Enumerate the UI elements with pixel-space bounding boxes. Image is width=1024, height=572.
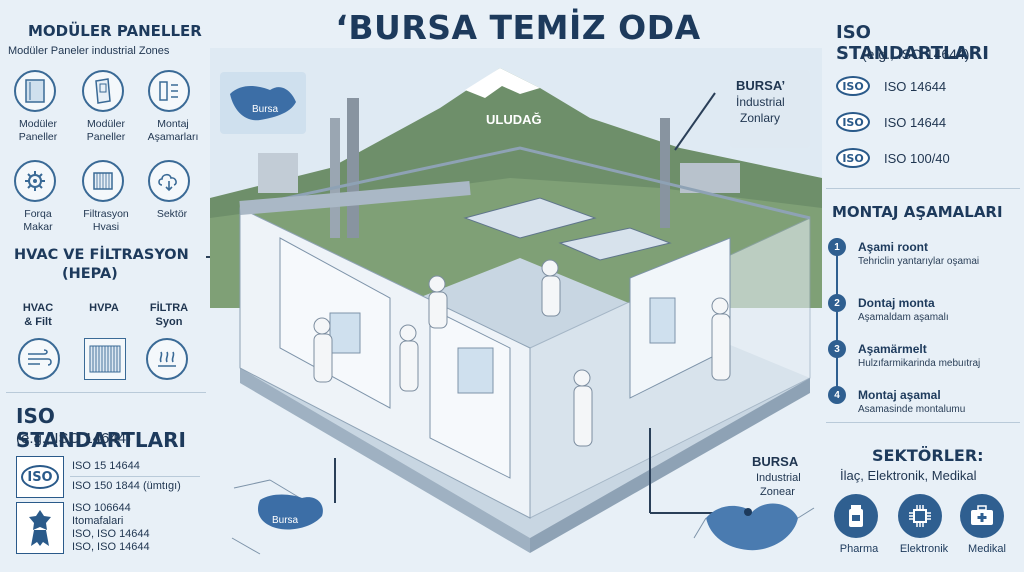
iso-row-4: Itomafalari	[72, 515, 124, 527]
iso-logo-icon: ISO	[836, 76, 870, 96]
sector-pharma: Pharma	[834, 494, 884, 555]
sector-medical: Medikal	[960, 494, 1014, 555]
divider	[6, 392, 206, 393]
panels-heading: MODÜLER PANELLER	[28, 22, 202, 40]
heat-waves-icon	[146, 338, 188, 380]
industrial-top-line2: İndustrial	[736, 95, 785, 109]
iso-left-subheading: (e.g., ISO 14644)	[16, 430, 132, 447]
sector-electronics: Elektronik	[894, 494, 954, 555]
panel-item-5: Filtrasyon Hvasi	[82, 160, 130, 234]
sectors-subheading: İlaç, Elektronik, Medikal	[840, 468, 977, 483]
panel-item-2: Modüler Paneller	[82, 70, 130, 144]
iso-item-2: ISO ISO 14644	[836, 112, 946, 132]
industrial-bottom-line1: BURSA	[752, 454, 799, 469]
montaj-heading: MONTAJ AŞAMALARI	[832, 203, 1003, 221]
industrial-bottom-line3: Zonear	[760, 486, 795, 498]
panel-item-4: Forqa Makar	[14, 160, 62, 234]
divider	[826, 422, 1020, 423]
steps-timeline	[836, 238, 838, 398]
hvac-label-2: HVPA	[89, 302, 119, 314]
hvac-label-3: FİLTRA Syon	[149, 302, 189, 328]
door-panel-icon	[82, 70, 124, 112]
right-column: ISO STANDARTLARI (e.g., ISO 14644) ISO I…	[822, 0, 1024, 572]
left-column: MODÜLER PANELLER Modüler Paneler industr…	[0, 0, 236, 572]
iso-logo-box: ISO	[16, 456, 64, 498]
industrial-top-line1: BURSA’	[736, 78, 786, 93]
iso-row-3: ISO 106644	[72, 502, 131, 514]
airflow-icon	[18, 338, 60, 380]
iso-right-subheading: (e.g., ISO 14644)	[862, 46, 970, 62]
panel-item-1: Modüler Paneller	[14, 70, 62, 144]
gear-icon	[14, 160, 56, 202]
iso-logo-icon: ISO	[21, 465, 59, 489]
cloud-download-icon	[148, 160, 190, 202]
industrial-bottom-line2: Industrial	[756, 472, 801, 484]
iso-row-1: ISO 15 14644	[72, 460, 140, 472]
iso-right-heading: ISO STANDARTLARI	[836, 22, 989, 64]
iso-item-1: ISO ISO 14644	[836, 76, 946, 96]
iso-left-heading: ISO STANDARTLARI	[16, 404, 186, 452]
cleanroom-illustration	[210, 48, 822, 553]
hvac-heading-line2: (HEPA)	[62, 266, 118, 282]
iso-logo-icon: ISO	[836, 148, 870, 168]
industrial-top-line3: Zonlary	[740, 111, 781, 125]
iso-row-divider	[70, 476, 200, 477]
industrial-top-box	[730, 70, 810, 148]
iso-item-3: ISO ISO 100/40	[836, 148, 950, 168]
map-top-label: Bursa	[252, 104, 279, 115]
iso-row-2: ISO 150 1844 (ümtıgı)	[72, 480, 181, 492]
filter-icon	[82, 160, 124, 202]
panels-subheading: Modüler Paneler industrial Zones	[8, 45, 170, 57]
sectors-heading: SEKTÖRLER:	[872, 446, 984, 465]
map-bottom-label: Bursa	[272, 515, 299, 526]
map-bottom-right	[686, 478, 818, 566]
panel-item-6: Sektör	[148, 160, 196, 221]
medkit-icon	[960, 494, 1004, 538]
iso-row-5: ISO, ISO 14644	[72, 528, 150, 540]
hvac-label-1: HVAC & Filt	[22, 302, 54, 328]
mountain-label: ULUDAĞ	[486, 112, 542, 127]
hvac-heading-line1: HVAC VE FİLTRASYON	[14, 247, 189, 263]
panel-item-3: Montaj Aşamarları	[148, 70, 200, 144]
map-bottom	[230, 458, 350, 566]
hepa-filter-icon	[84, 338, 126, 380]
iso-logo-icon: ISO	[836, 112, 870, 132]
chip-icon	[898, 494, 942, 538]
panel-icon	[14, 70, 56, 112]
assembly-icon	[148, 70, 190, 112]
divider	[826, 188, 1020, 189]
iso-row-6: ISO, ISO 14644	[72, 541, 150, 553]
certificate-ribbon-icon	[16, 502, 64, 554]
pharma-icon	[834, 494, 878, 538]
map-top	[220, 72, 306, 134]
